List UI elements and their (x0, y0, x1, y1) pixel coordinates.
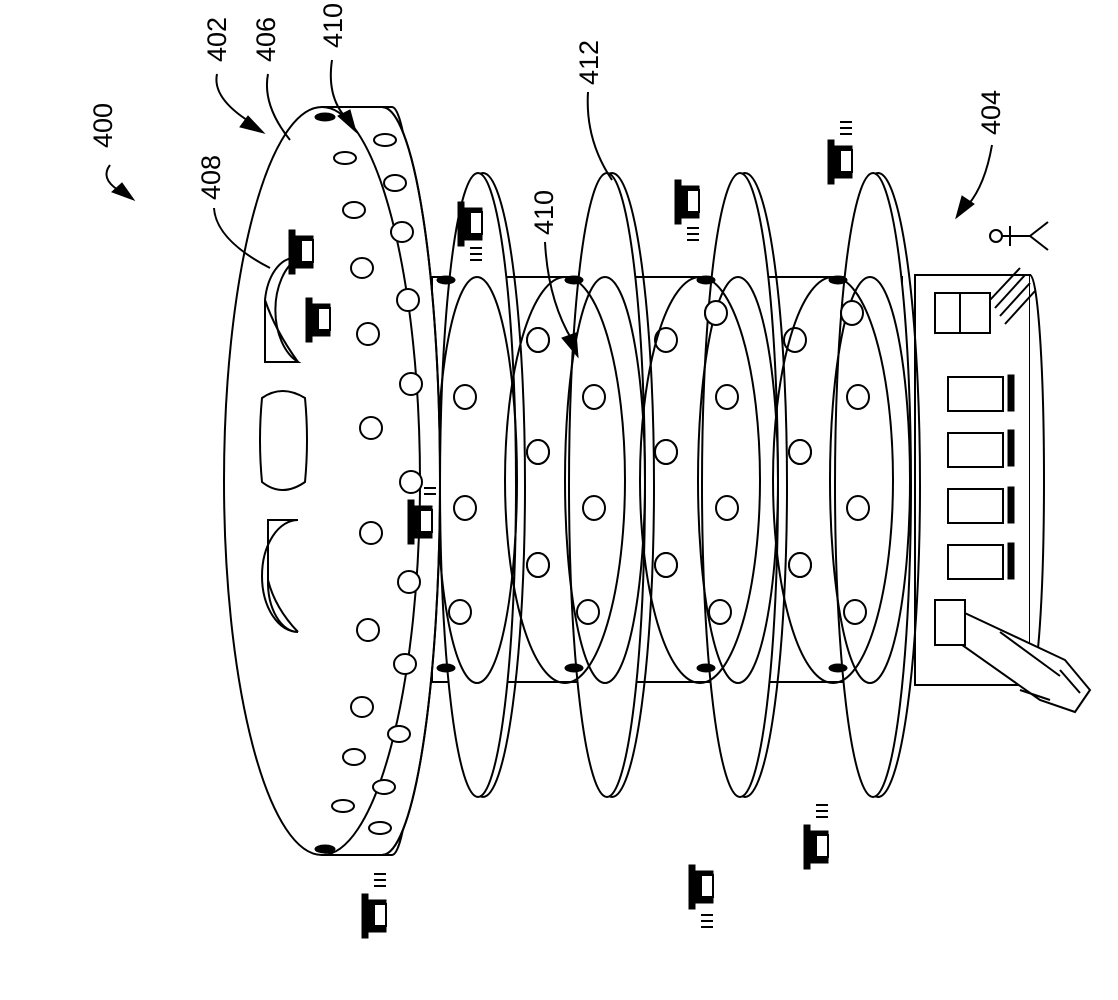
person-figure (989, 221, 1049, 251)
label-ground-station: 404 (976, 90, 1006, 135)
arrow-port-upper (337, 109, 357, 134)
arrow-ground-station (955, 195, 975, 220)
label-top-surface: 406 (251, 17, 281, 62)
ground-station-curve (1029, 274, 1045, 686)
leader-port-middle (544, 241, 573, 341)
label-bay: 408 (196, 155, 226, 200)
ground-station (914, 221, 1092, 714)
drone-6 (827, 121, 853, 185)
drone-8 (688, 864, 714, 928)
deck-3 (697, 172, 788, 798)
decks (436, 172, 921, 798)
bay-openings (259, 256, 308, 633)
arrow-system (111, 182, 136, 202)
entry-structure (934, 267, 1036, 334)
arrow-aerial-vehicle (239, 115, 266, 134)
label-port-middle: 410 (529, 190, 559, 235)
drone-2 (305, 297, 331, 343)
leader-top-surface (266, 73, 291, 141)
rim-outer-edge (381, 106, 441, 856)
label-port-upper: 410 (318, 3, 348, 48)
drone-9 (803, 804, 829, 870)
drone-4 (457, 201, 483, 261)
arrow-port-middle (561, 332, 579, 359)
bay-front (264, 256, 302, 363)
label-system: 400 (88, 103, 118, 148)
label-aerial-vehicle: 402 (202, 17, 232, 62)
drones (288, 121, 853, 939)
drone-5 (674, 179, 700, 241)
leader-aerial-vehicle (215, 73, 251, 123)
top-surface (223, 106, 421, 856)
leader-bay (213, 207, 271, 269)
deck-2 (564, 172, 655, 798)
drone-3 (407, 487, 436, 545)
leader-system (105, 164, 119, 191)
bay-rear (261, 519, 299, 633)
label-deck: 412 (574, 40, 604, 85)
aerial-vehicle (223, 106, 441, 856)
annotations: 400 402 406 410 408 410 412 404 (88, 3, 1006, 359)
rim-ports (331, 133, 423, 835)
drone-7 (361, 873, 387, 939)
leader-deck (586, 91, 613, 181)
ground-station-doors (947, 374, 1015, 580)
deck-4 (829, 172, 921, 798)
bay-middle (259, 390, 308, 491)
tower-segments (436, 275, 894, 684)
deck-1 (436, 172, 526, 798)
leader-ground-station (967, 144, 993, 206)
drone-1 (288, 229, 314, 275)
loading-ramp (934, 599, 1092, 714)
